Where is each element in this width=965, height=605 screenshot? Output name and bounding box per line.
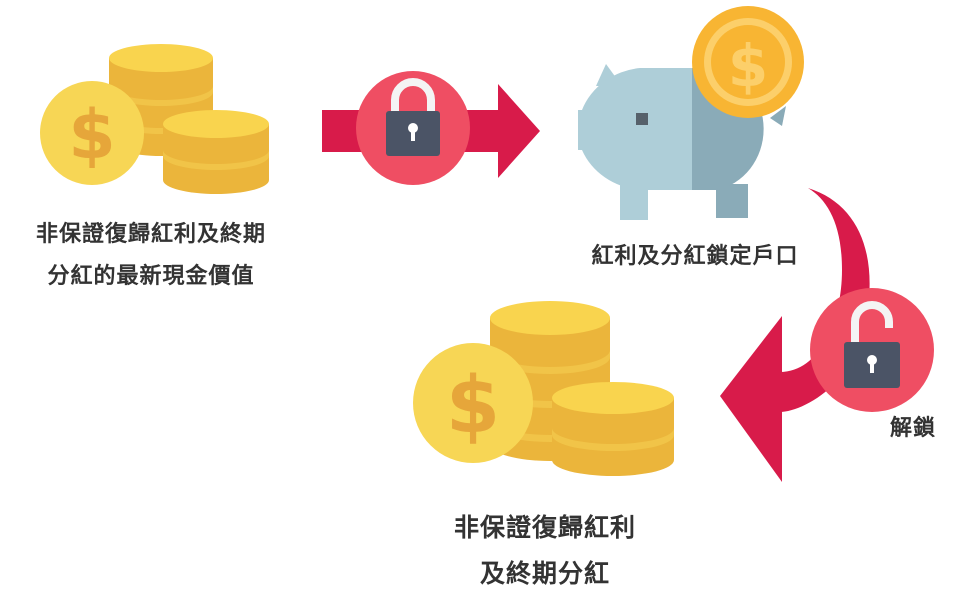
arrow-left-icon [720, 316, 782, 482]
coin-top [163, 110, 269, 138]
dollar-sign-icon: $ [68, 96, 115, 175]
coin-column-right [163, 124, 269, 194]
source-label-line2: 分紅的最新現金價值 [47, 264, 255, 289]
coin-column-right [552, 398, 674, 476]
dollar-coin [413, 343, 533, 463]
source-label-line1: 非保證復歸紅利及終期 [35, 222, 266, 247]
source-coin-stack-icon: $ [40, 44, 269, 194]
unlock-arrow [720, 188, 934, 482]
piggy-coin-icon: $ [692, 6, 804, 118]
padlock-open-icon [844, 301, 900, 388]
coin-band [109, 86, 213, 106]
dollar-sign-icon: $ [446, 361, 500, 451]
svg-text:$: $ [728, 32, 768, 100]
coin-band [163, 150, 269, 170]
padlock-closed-icon [386, 78, 440, 156]
coin-top [490, 301, 610, 335]
result-label-line2: 及終期分紅 [479, 559, 610, 588]
lock-arrow [322, 71, 540, 185]
piggy-eye [636, 113, 648, 125]
dollar-coin [40, 81, 144, 185]
result-label-line1: 非保證復歸紅利 [453, 513, 636, 542]
coin-top [109, 44, 213, 72]
coin-top [552, 382, 674, 414]
unlock-label: 解鎖 [889, 416, 936, 441]
locked-account-label: 紅利及分紅鎖定戶口 [591, 244, 799, 269]
coin-band [552, 428, 674, 451]
result-coin-stack-icon: $ [413, 301, 674, 476]
piggy-bank-icon: $ [578, 6, 804, 220]
